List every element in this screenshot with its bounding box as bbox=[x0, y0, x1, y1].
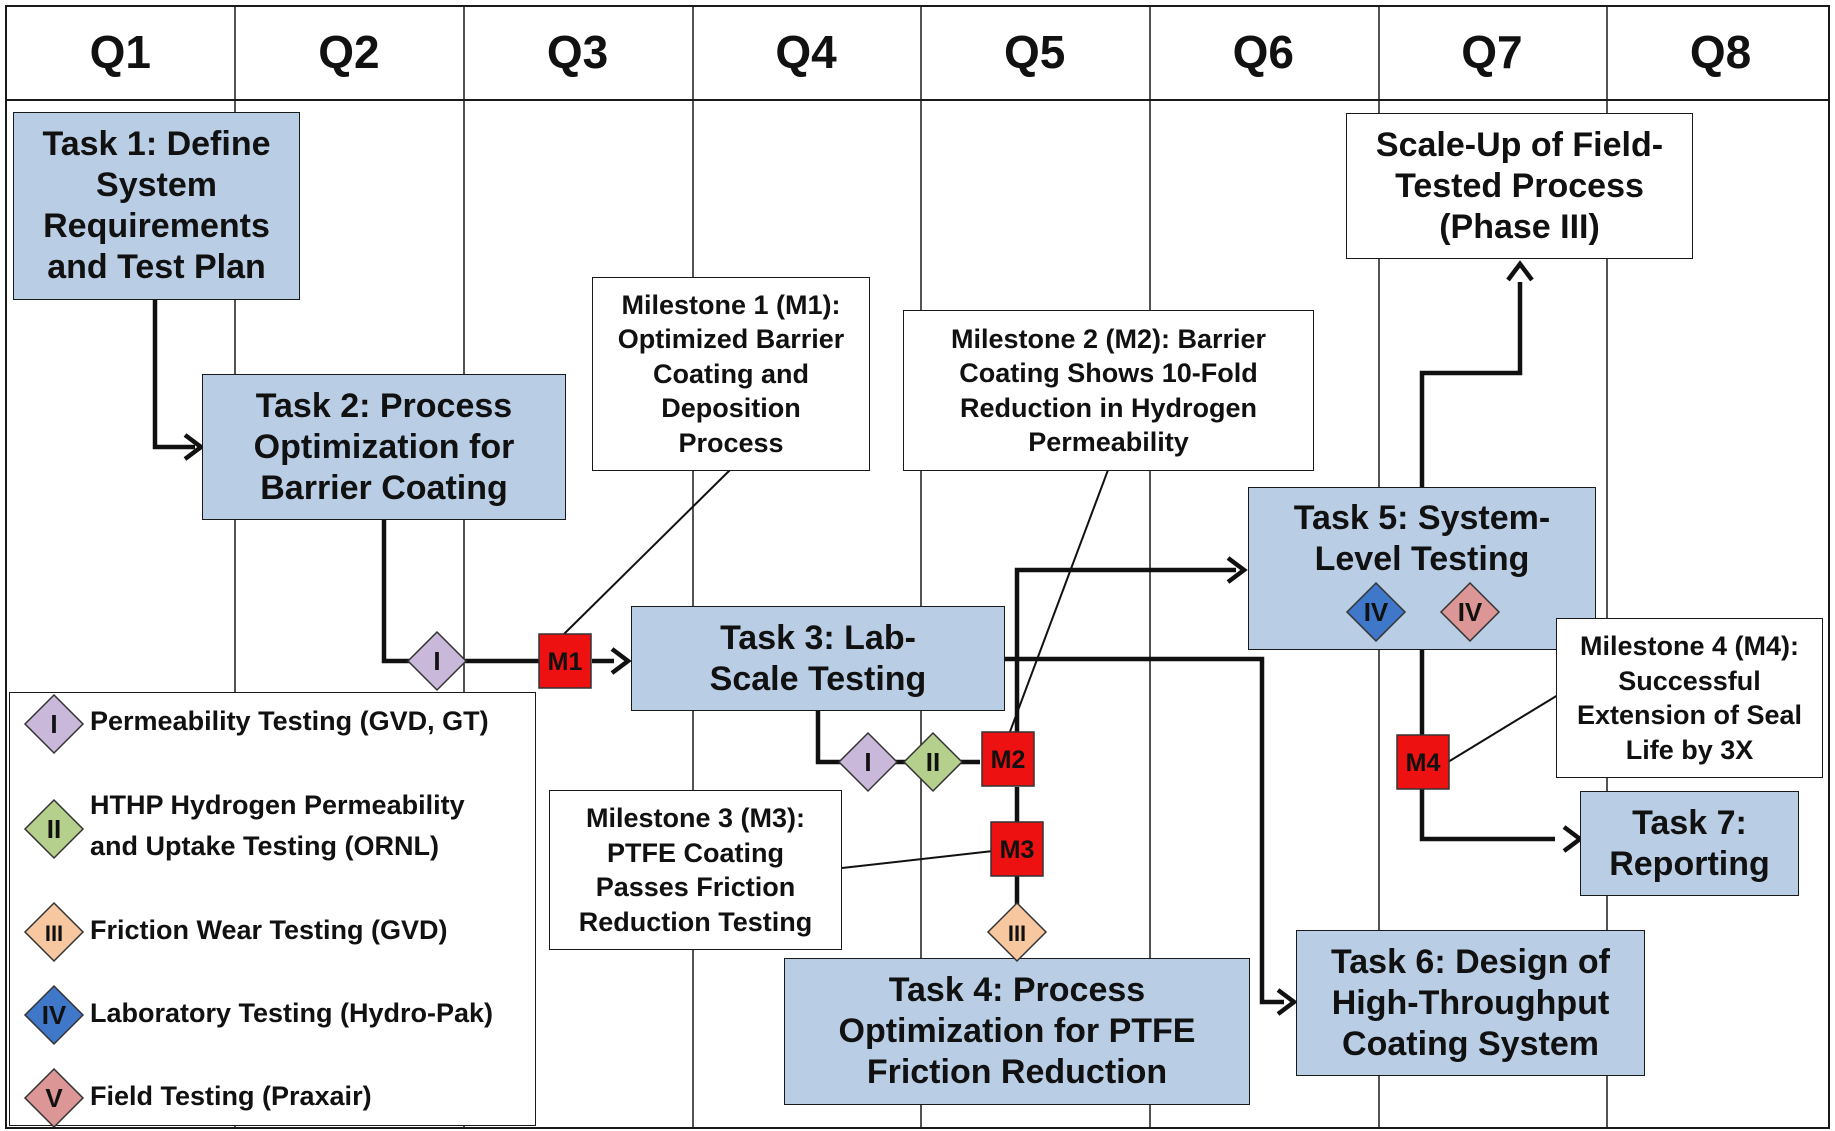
task1-box: Task 1: Define System Requirements and T… bbox=[13, 112, 300, 300]
connector-task5-scaleup bbox=[1419, 282, 1523, 487]
legend-label-ii: HTHP Hydrogen Permeability and Uptake Te… bbox=[90, 790, 465, 861]
milestone1-box: Milestone 1 (M1): Optimized Barrier Coat… bbox=[592, 277, 870, 471]
scaleup-box: Scale-Up of Field-Tested Process (Phase … bbox=[1346, 113, 1693, 259]
leader-m3 bbox=[841, 850, 994, 869]
quarter-label-q8: Q8 bbox=[1690, 26, 1751, 78]
quarter-label-q4: Q4 bbox=[775, 26, 837, 78]
milestone-leaders bbox=[563, 469, 1559, 869]
quarter-label-q3: Q3 bbox=[547, 26, 608, 78]
arrowhead bbox=[1276, 988, 1298, 1016]
milestone3-label: Milestone 3 (M3): PTFE Coating Passes Fr… bbox=[578, 803, 813, 937]
quarter-label-q1: Q1 bbox=[90, 26, 151, 78]
quarter-label-q5: Q5 bbox=[1004, 26, 1065, 78]
connector-m2-task5 bbox=[1014, 567, 1236, 737]
quarter-label-q2: Q2 bbox=[318, 26, 379, 78]
legend-diamond-i-icon: I bbox=[23, 693, 85, 755]
legend-label-i: Permeability Testing (GVD, GT) bbox=[90, 706, 489, 736]
task4-label: Task 4: Process Optimization for PTFE Fr… bbox=[838, 971, 1196, 1091]
arrowhead bbox=[610, 647, 632, 675]
task3-box: Task 3: Lab-Scale Testing bbox=[631, 606, 1005, 711]
svg-text:I: I bbox=[50, 709, 57, 739]
legend-diamond-iii-icon: III bbox=[23, 901, 85, 963]
quarter-label-q7: Q7 bbox=[1461, 26, 1522, 78]
task6-box: Task 6: Design of High-Throughput Coatin… bbox=[1296, 930, 1645, 1076]
task7-box: Task 7: Reporting bbox=[1580, 791, 1799, 896]
milestone4-box: Milestone 4 (M4): Successful Extension o… bbox=[1556, 618, 1823, 778]
quarter-labels: Q1 Q2 Q3 Q4 Q5 Q6 Q7 Q8 bbox=[90, 26, 1752, 78]
arrowhead bbox=[183, 433, 205, 461]
legend-label-iv: Laboratory Testing (Hydro-Pak) bbox=[90, 998, 494, 1028]
svg-text:V: V bbox=[45, 1083, 63, 1113]
legend-diamond-v-icon: V bbox=[23, 1067, 85, 1127]
quarter-label-q6: Q6 bbox=[1233, 26, 1294, 78]
task3-label: Task 3: Lab-Scale Testing bbox=[709, 618, 927, 698]
task4-box: Task 4: Process Optimization for PTFE Fr… bbox=[784, 958, 1250, 1105]
legend-label-iii: Friction Wear Testing (GVD) bbox=[90, 915, 448, 945]
task5-label: Task 5: System-Level Testing bbox=[1293, 499, 1551, 578]
scaleup-label: Scale-Up of Field-Tested Process (Phase … bbox=[1375, 125, 1664, 246]
task5-box: Task 5: System-Level Testing bbox=[1248, 487, 1596, 650]
task1-label: Task 1: Define System Requirements and T… bbox=[42, 125, 271, 286]
legend-diamond-iv-icon: IV bbox=[23, 984, 85, 1046]
task2-box: Task 2: Process Optimization for Barrier… bbox=[202, 374, 566, 520]
arrowheads bbox=[183, 260, 1584, 1016]
milestone2-label: Milestone 2 (M2): Barrier Coating Shows … bbox=[950, 323, 1267, 458]
task7-label: Task 7: Reporting bbox=[1609, 803, 1770, 883]
connector-task2-task3 bbox=[381, 520, 540, 664]
arrowhead bbox=[1562, 825, 1584, 853]
connector-task1-task2 bbox=[152, 300, 195, 450]
leader-m4 bbox=[1447, 694, 1559, 763]
leader-m1 bbox=[563, 469, 731, 635]
arrowhead bbox=[1226, 556, 1248, 584]
connector-m4-task7 bbox=[1419, 788, 1555, 842]
connector-task3-task6 bbox=[1004, 656, 1284, 1005]
arrowhead bbox=[1506, 260, 1534, 282]
milestone2-box: Milestone 2 (M2): Barrier Coating Shows … bbox=[903, 310, 1314, 471]
milestone4-label: Milestone 4 (M4): Successful Extension o… bbox=[1576, 631, 1803, 765]
svg-text:II: II bbox=[47, 814, 61, 844]
connectors bbox=[152, 282, 1555, 1005]
task2-label: Task 2: Process Optimization for Barrier… bbox=[253, 386, 515, 507]
milestone3-box: Milestone 3 (M3): PTFE Coating Passes Fr… bbox=[549, 790, 842, 950]
leader-m2 bbox=[1007, 469, 1109, 738]
milestone1-label: Milestone 1 (M1): Optimized Barrier Coat… bbox=[617, 289, 845, 458]
legend-label-v: Field Testing (Praxair) bbox=[90, 1081, 372, 1111]
task6-label: Task 6: Design of High-Throughput Coatin… bbox=[1331, 942, 1610, 1063]
legend-diamond-ii-icon: II bbox=[23, 798, 85, 860]
svg-text:IV: IV bbox=[42, 1000, 67, 1030]
chart-frame bbox=[5, 5, 1830, 1129]
svg-text:III: III bbox=[45, 921, 63, 946]
